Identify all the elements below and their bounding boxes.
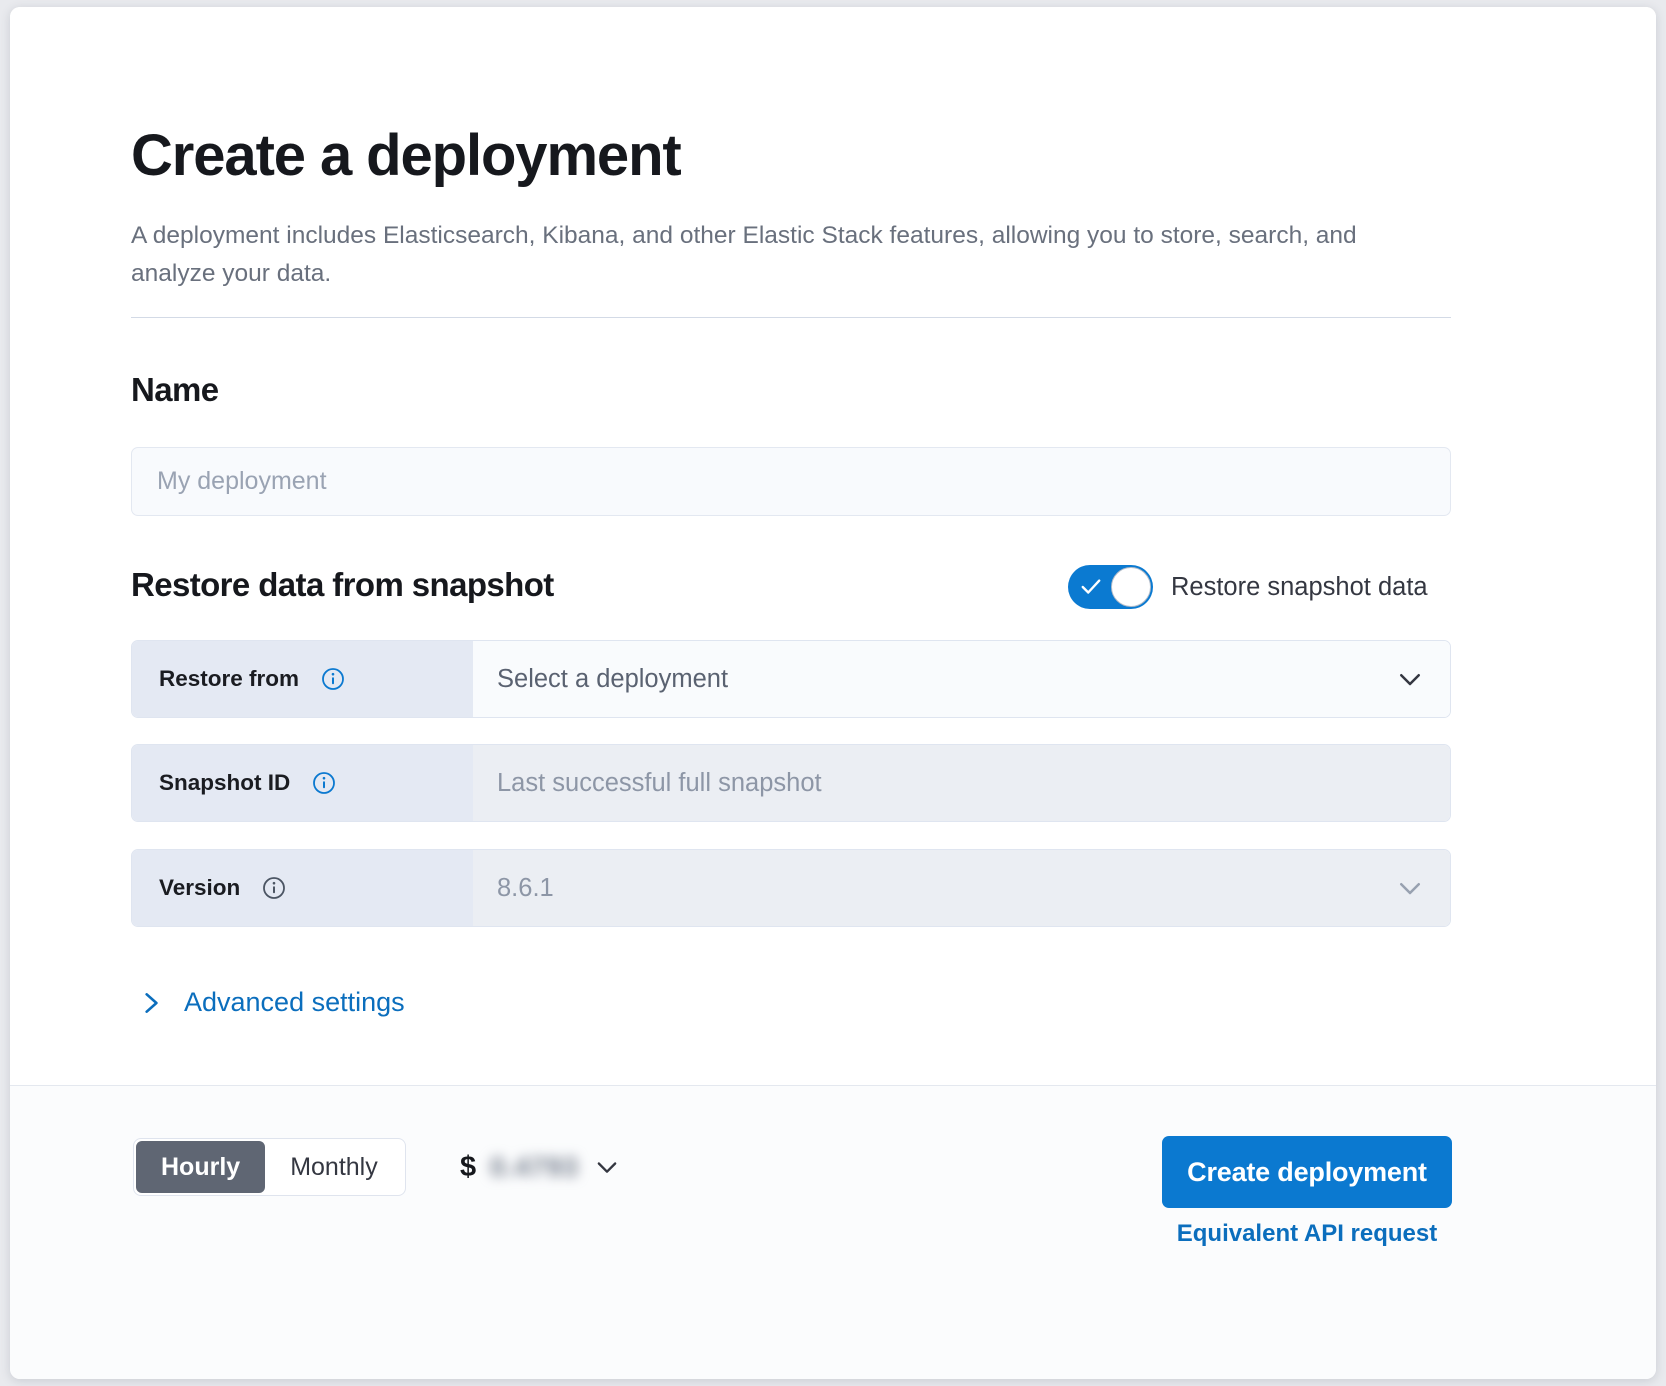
page-description: A deployment includes Elasticsearch, Kib… [131,222,1357,287]
billing-option-monthly[interactable]: Monthly [290,1152,378,1181]
info-circle-icon[interactable] [312,771,336,795]
restore-from-row[interactable]: Restore from Select a deployment [131,640,1451,718]
name-section-heading: Name [131,371,219,408]
chevron-down-icon [1400,883,1420,895]
restore-from-value: Select a deployment [497,664,729,693]
snapshot-id-label-cell: Snapshot ID [132,745,473,821]
snapshot-id-row[interactable]: Snapshot ID Last successful full snapsho… [131,744,1451,822]
version-row[interactable]: Version 8.6.1 [131,849,1451,927]
info-circle-icon [263,877,286,899]
advanced-settings-label: Advanced settings [184,987,405,1017]
price-currency-symbol: $ [460,1150,477,1183]
restore-from-value-cell[interactable]: Select a deployment [473,641,1450,717]
header-divider [131,317,1451,318]
billing-period-segmented-control[interactable]: Hourly Monthly [133,1138,406,1196]
snapshot-id-label: Snapshot ID [159,770,291,795]
chevron-right-icon [145,992,158,1013]
price-display[interactable]: $ 0.4793 [460,1138,621,1196]
chevron-down-icon[interactable] [593,1153,621,1181]
version-value-cell: 8.6.1 [473,850,1450,926]
billing-option-hourly[interactable]: Hourly [136,1141,266,1193]
version-label: Version [159,875,241,900]
app-window: Create a deployment A deployment include… [10,7,1656,1379]
restore-from-label-cell: Restore from [132,641,473,717]
version-value: 8.6.1 [497,873,554,902]
restore-section-heading: Restore data from snapshot [131,566,554,603]
info-circle-icon[interactable] [321,667,345,691]
restore-snapshot-toggle-group[interactable]: Restore snapshot data [1068,565,1428,609]
restore-snapshot-toggle[interactable] [1068,565,1153,609]
snapshot-id-value-cell: Last successful full snapshot [473,745,1450,821]
version-label-cell: Version [132,850,473,926]
equivalent-api-request-link[interactable]: Equivalent API request [1176,1220,1438,1247]
toggle-knob [1111,567,1151,607]
chevron-down-icon[interactable] [1395,664,1425,694]
footer-bar: Hourly Monthly $ 0.4793 Create deploymen… [10,1085,1656,1379]
create-deployment-button[interactable]: Create deployment [1162,1136,1452,1208]
advanced-settings-toggle[interactable]: Advanced settings [138,987,405,1018]
page-title: Create a deployment [131,123,682,188]
deployment-name-input[interactable] [131,447,1451,516]
restore-from-label: Restore from [159,666,300,691]
deployment-form-content: Create a deployment A deployment include… [10,7,1656,1085]
price-amount: 0.4793 [490,1151,579,1182]
check-icon [1081,579,1101,594]
restore-snapshot-toggle-label: Restore snapshot data [1171,572,1428,601]
snapshot-id-value: Last successful full snapshot [497,768,822,797]
